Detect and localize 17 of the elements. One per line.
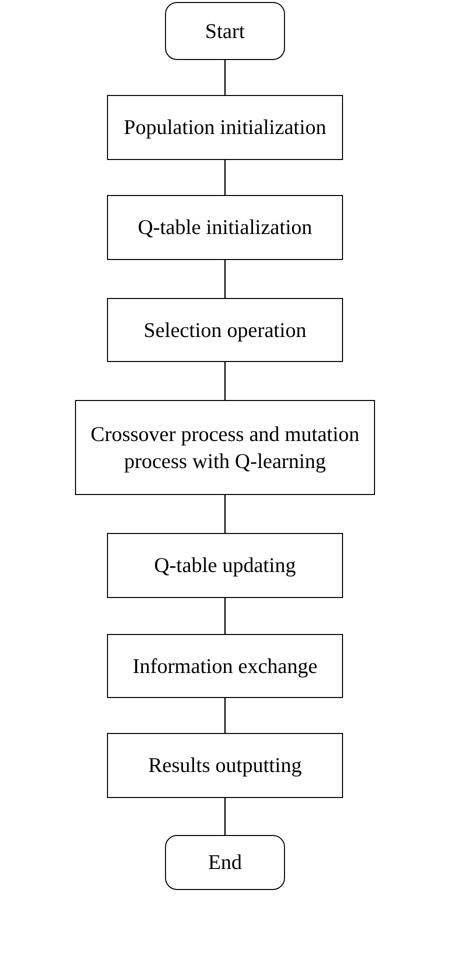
terminal-box: Start bbox=[165, 2, 285, 60]
connector-line bbox=[224, 698, 226, 733]
process-box: Selection operation bbox=[107, 298, 343, 362]
connector-line bbox=[224, 362, 226, 400]
terminal-box: End bbox=[165, 835, 285, 890]
process-box: Results outputting bbox=[107, 733, 343, 798]
connector-line bbox=[224, 495, 226, 533]
process-box: Crossover process and mutation process with Q-learning bbox=[75, 400, 375, 495]
process-box: Population initialization bbox=[107, 95, 343, 160]
connector-line bbox=[224, 798, 226, 835]
connector-line bbox=[224, 260, 226, 298]
connector-line bbox=[224, 160, 226, 195]
process-box: Information exchange bbox=[107, 634, 343, 698]
connector-line bbox=[224, 60, 226, 95]
connector-line bbox=[224, 598, 226, 634]
process-box: Q-table updating bbox=[107, 533, 343, 598]
process-box: Q-table initialization bbox=[107, 195, 343, 260]
